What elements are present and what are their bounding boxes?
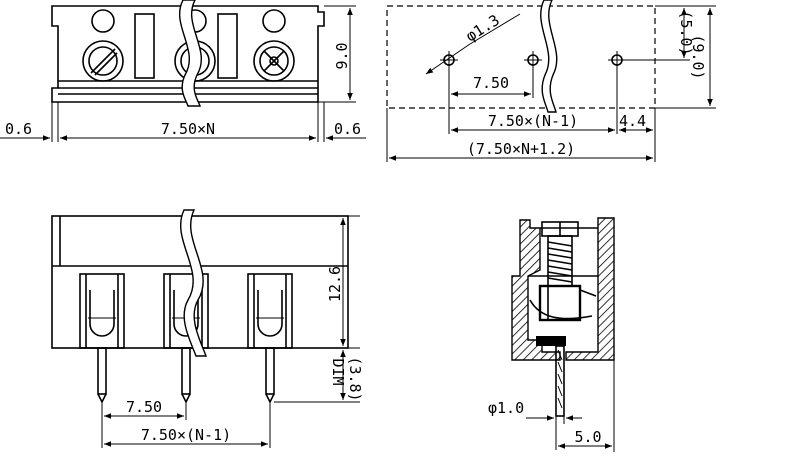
top-pitch-label: 7.50×N xyxy=(161,120,215,138)
wire-entry-hole-3 xyxy=(262,9,286,33)
pcb-height-inner-label: (5.0) xyxy=(677,10,695,55)
hole-diameter-label: φ1.3 xyxy=(463,11,503,45)
wire-entry-hole-1 xyxy=(91,9,115,33)
side-offset-label: 5.0 xyxy=(574,428,601,446)
terminal-3 xyxy=(247,273,293,349)
side-section-view: φ1.0 5.0 xyxy=(488,217,615,452)
side-pin-diameter-label: φ1.0 xyxy=(488,399,524,417)
side-housing-right xyxy=(565,217,615,361)
separator-slot-1 xyxy=(134,13,155,79)
pin-length-label: (3.8) xyxy=(346,356,364,401)
screw-head-slotted-icon xyxy=(82,40,124,82)
front-pitch-label: 7.50 xyxy=(126,398,162,416)
contact-plate xyxy=(536,336,566,346)
front-height-label: 12.6 xyxy=(326,266,344,302)
clamp-icon xyxy=(538,284,597,322)
pcb-layout-view: φ1.3 (5.0) (9.0) 7.50 7.50×(N-1) 4.4 (7.… xyxy=(386,0,716,162)
pcb-hole-3 xyxy=(608,51,626,69)
front-span-label: 7.50×(N-1) xyxy=(141,426,231,444)
front-break-line-icon xyxy=(179,209,208,357)
pcb-break-line-icon xyxy=(540,0,558,113)
pin-1 xyxy=(97,347,107,404)
pcb-total-label: (7.50×N+1.2) xyxy=(467,140,575,158)
pcb-hole-1 xyxy=(440,51,458,69)
top-height-label: 9.0 xyxy=(333,42,351,69)
pin-dim-label: DIM xyxy=(329,358,347,385)
pcb-pitch-label: 7.50 xyxy=(473,74,509,92)
screw-head-cross-icon xyxy=(253,40,295,82)
pin-3 xyxy=(265,347,275,404)
terminal-1 xyxy=(79,273,125,349)
pin-2 xyxy=(181,347,191,404)
separator-slot-2 xyxy=(217,13,238,79)
front-view: 12.6 DIM (3.8) 7.50 7.50×(N-1) xyxy=(51,209,364,448)
top-view: 9.0 0.6 7.50×N 0.6 xyxy=(0,0,366,142)
pcb-outline-dashed xyxy=(386,5,656,109)
margin-right-label: 0.6 xyxy=(334,120,361,138)
side-pin xyxy=(555,345,565,417)
pcb-offset-label: 4.4 xyxy=(619,112,646,130)
pcb-height-outer-label: (9.0) xyxy=(689,34,707,79)
pcb-span-label: 7.50×(N-1) xyxy=(488,112,578,130)
wire-curve xyxy=(529,299,593,320)
break-line-icon xyxy=(178,0,203,107)
margin-left-label: 0.6 xyxy=(5,120,32,138)
